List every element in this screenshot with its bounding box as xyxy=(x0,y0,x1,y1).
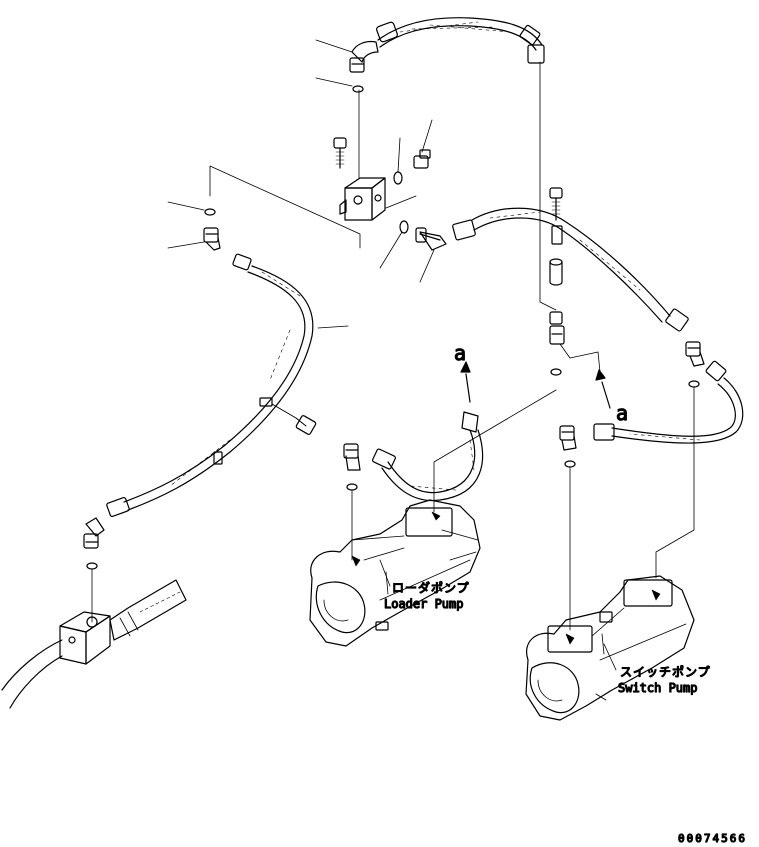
reference-line xyxy=(539,61,557,311)
left-hose xyxy=(106,253,317,518)
elbow-fitting-switch xyxy=(559,425,577,451)
loader-pump-hose xyxy=(372,411,484,502)
leader-line xyxy=(385,195,417,209)
switch-pump-label-en: Switch Pump xyxy=(618,681,697,695)
document-number: 00074566 xyxy=(678,832,747,845)
elbow-fitting-loader xyxy=(343,443,361,471)
leader-line xyxy=(167,201,205,211)
o-ring xyxy=(204,208,216,216)
leader-line xyxy=(397,137,401,173)
loader-pump-label-jp: ローダポンプ xyxy=(392,580,470,595)
o-ring xyxy=(564,460,576,468)
callout-label-left: a xyxy=(454,341,466,365)
callout-arrow-right xyxy=(595,369,611,409)
reference-line xyxy=(655,387,695,579)
tee-fitting xyxy=(549,311,565,345)
leader-line xyxy=(379,559,391,587)
top-hose xyxy=(376,17,545,64)
callout-arrow-left xyxy=(460,361,471,403)
elbow-fitting-mid xyxy=(415,227,447,251)
leader-line xyxy=(419,249,435,283)
o-ring xyxy=(688,380,700,388)
loader-pump xyxy=(309,499,481,647)
elbow-fitting-lower-left xyxy=(83,517,105,549)
elbow-fitting-top xyxy=(349,40,379,73)
elbow-fitting-left xyxy=(203,227,221,251)
leader-line xyxy=(167,241,205,249)
o-ring xyxy=(399,220,409,234)
loader-pump-label-en: Loader Pump xyxy=(384,597,463,611)
plug-fitting xyxy=(393,149,431,185)
right-upper-hose xyxy=(452,207,689,332)
leader-line xyxy=(315,77,353,87)
o-ring xyxy=(352,85,364,93)
leader-line xyxy=(421,119,433,153)
leader-line xyxy=(317,325,349,329)
switch-pump xyxy=(525,575,695,721)
callout-label-right: a xyxy=(616,401,628,425)
o-ring xyxy=(86,562,98,570)
reference-line xyxy=(559,343,601,373)
pipe-block-left xyxy=(1,579,187,709)
valve-block xyxy=(339,177,386,221)
spacer xyxy=(549,258,563,286)
o-ring xyxy=(346,483,358,491)
bolt xyxy=(333,137,347,169)
elbow-fitting-right xyxy=(685,341,705,367)
switch-pump-label-jp: スイッチポンプ xyxy=(620,665,711,679)
reference-line xyxy=(209,165,361,249)
reference-line xyxy=(433,389,557,513)
switch-pump-hose xyxy=(593,360,744,444)
bolt-right xyxy=(549,187,563,221)
leader-line xyxy=(379,231,403,269)
leader-line xyxy=(603,643,617,671)
leader-line xyxy=(315,39,353,53)
o-ring xyxy=(550,368,562,376)
